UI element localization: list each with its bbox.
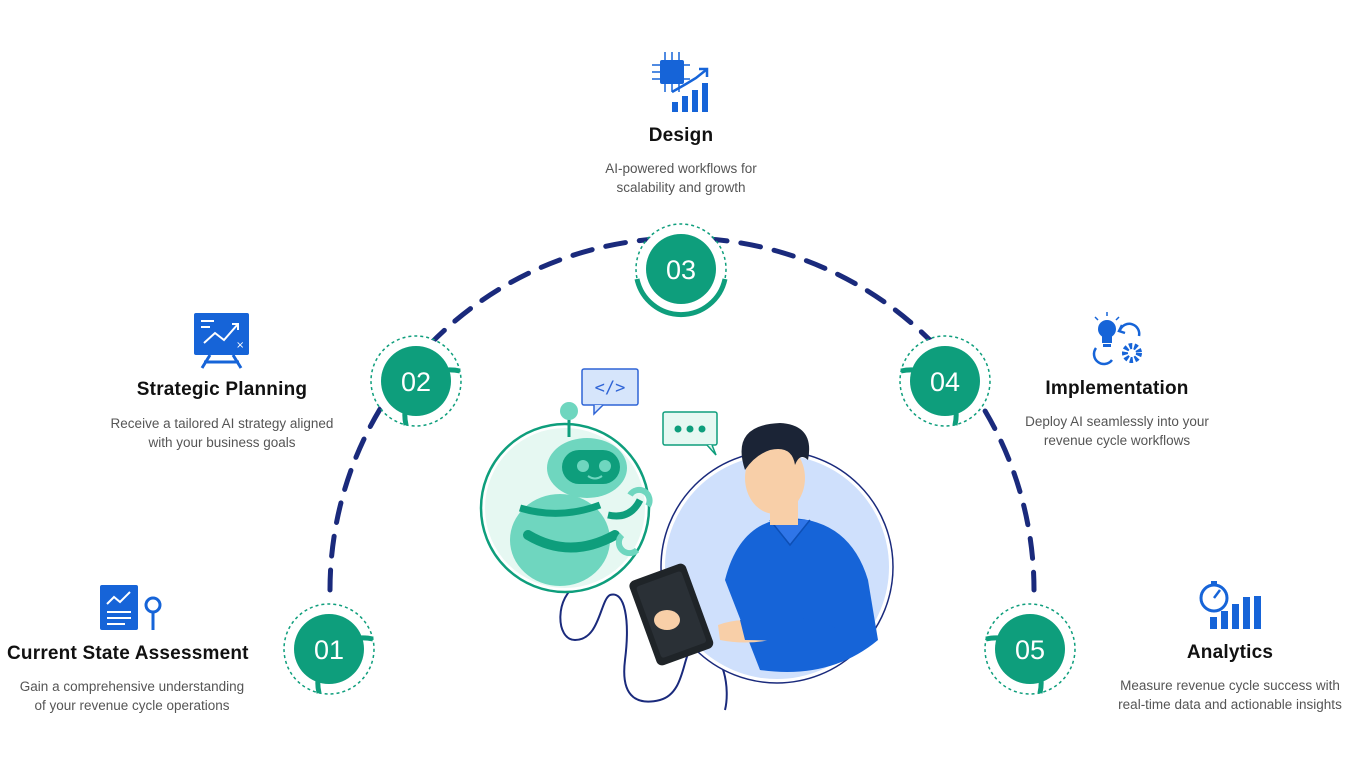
step-circle-03: 03 <box>634 223 728 318</box>
chip-growth-icon <box>652 52 709 112</box>
step-desc-01-line2: of your revenue cycle operations <box>34 698 230 713</box>
step-title-02: Strategic Planning <box>136 379 308 400</box>
strategy-board-icon: × <box>194 313 249 369</box>
step-title-03: Design <box>648 125 714 146</box>
bulb-gear-icon <box>1092 312 1142 366</box>
step-circle-02: 02 <box>370 335 462 427</box>
gauge-bars-icon <box>1199 581 1261 629</box>
step-desc-05-line2: real-time data and actionable insights <box>1118 697 1342 712</box>
code-bubble-text: </> <box>595 378 626 398</box>
step-title-05: Analytics <box>1186 642 1274 663</box>
step-number-05: 05 <box>1015 635 1045 665</box>
step-title-01: Current State Assessment <box>7 643 249 664</box>
step-desc-02-line2: with your business goals <box>148 435 296 450</box>
step-circle-01: 01 <box>283 603 375 695</box>
robot-and-person-illustration: </> <box>479 368 894 711</box>
step-desc-01-line1: Gain a comprehensive understanding <box>19 679 245 694</box>
step-number-03: 03 <box>666 255 696 285</box>
step-circle-05: 05 <box>984 603 1076 695</box>
report-magnifier-icon <box>100 585 162 630</box>
step-desc-03-line1: AI-powered workflows for <box>605 161 757 176</box>
step-desc-04-line2: revenue cycle workflows <box>1043 433 1191 448</box>
step-desc-02-line1: Receive a tailored AI strategy aligned <box>110 416 334 431</box>
step-desc-03-line2: scalability and growth <box>616 180 746 195</box>
step-title-04: Implementation <box>1045 378 1189 399</box>
step-number-02: 02 <box>401 367 431 397</box>
step-number-04: 04 <box>930 367 960 397</box>
step-desc-04-line1: Deploy AI seamlessly into your <box>1025 414 1209 429</box>
step-number-01: 01 <box>314 635 344 665</box>
step-circle-04: 04 <box>899 335 991 427</box>
step-desc-05-line1: Measure revenue cycle success with <box>1120 678 1340 693</box>
svg-text:×: × <box>236 340 244 351</box>
